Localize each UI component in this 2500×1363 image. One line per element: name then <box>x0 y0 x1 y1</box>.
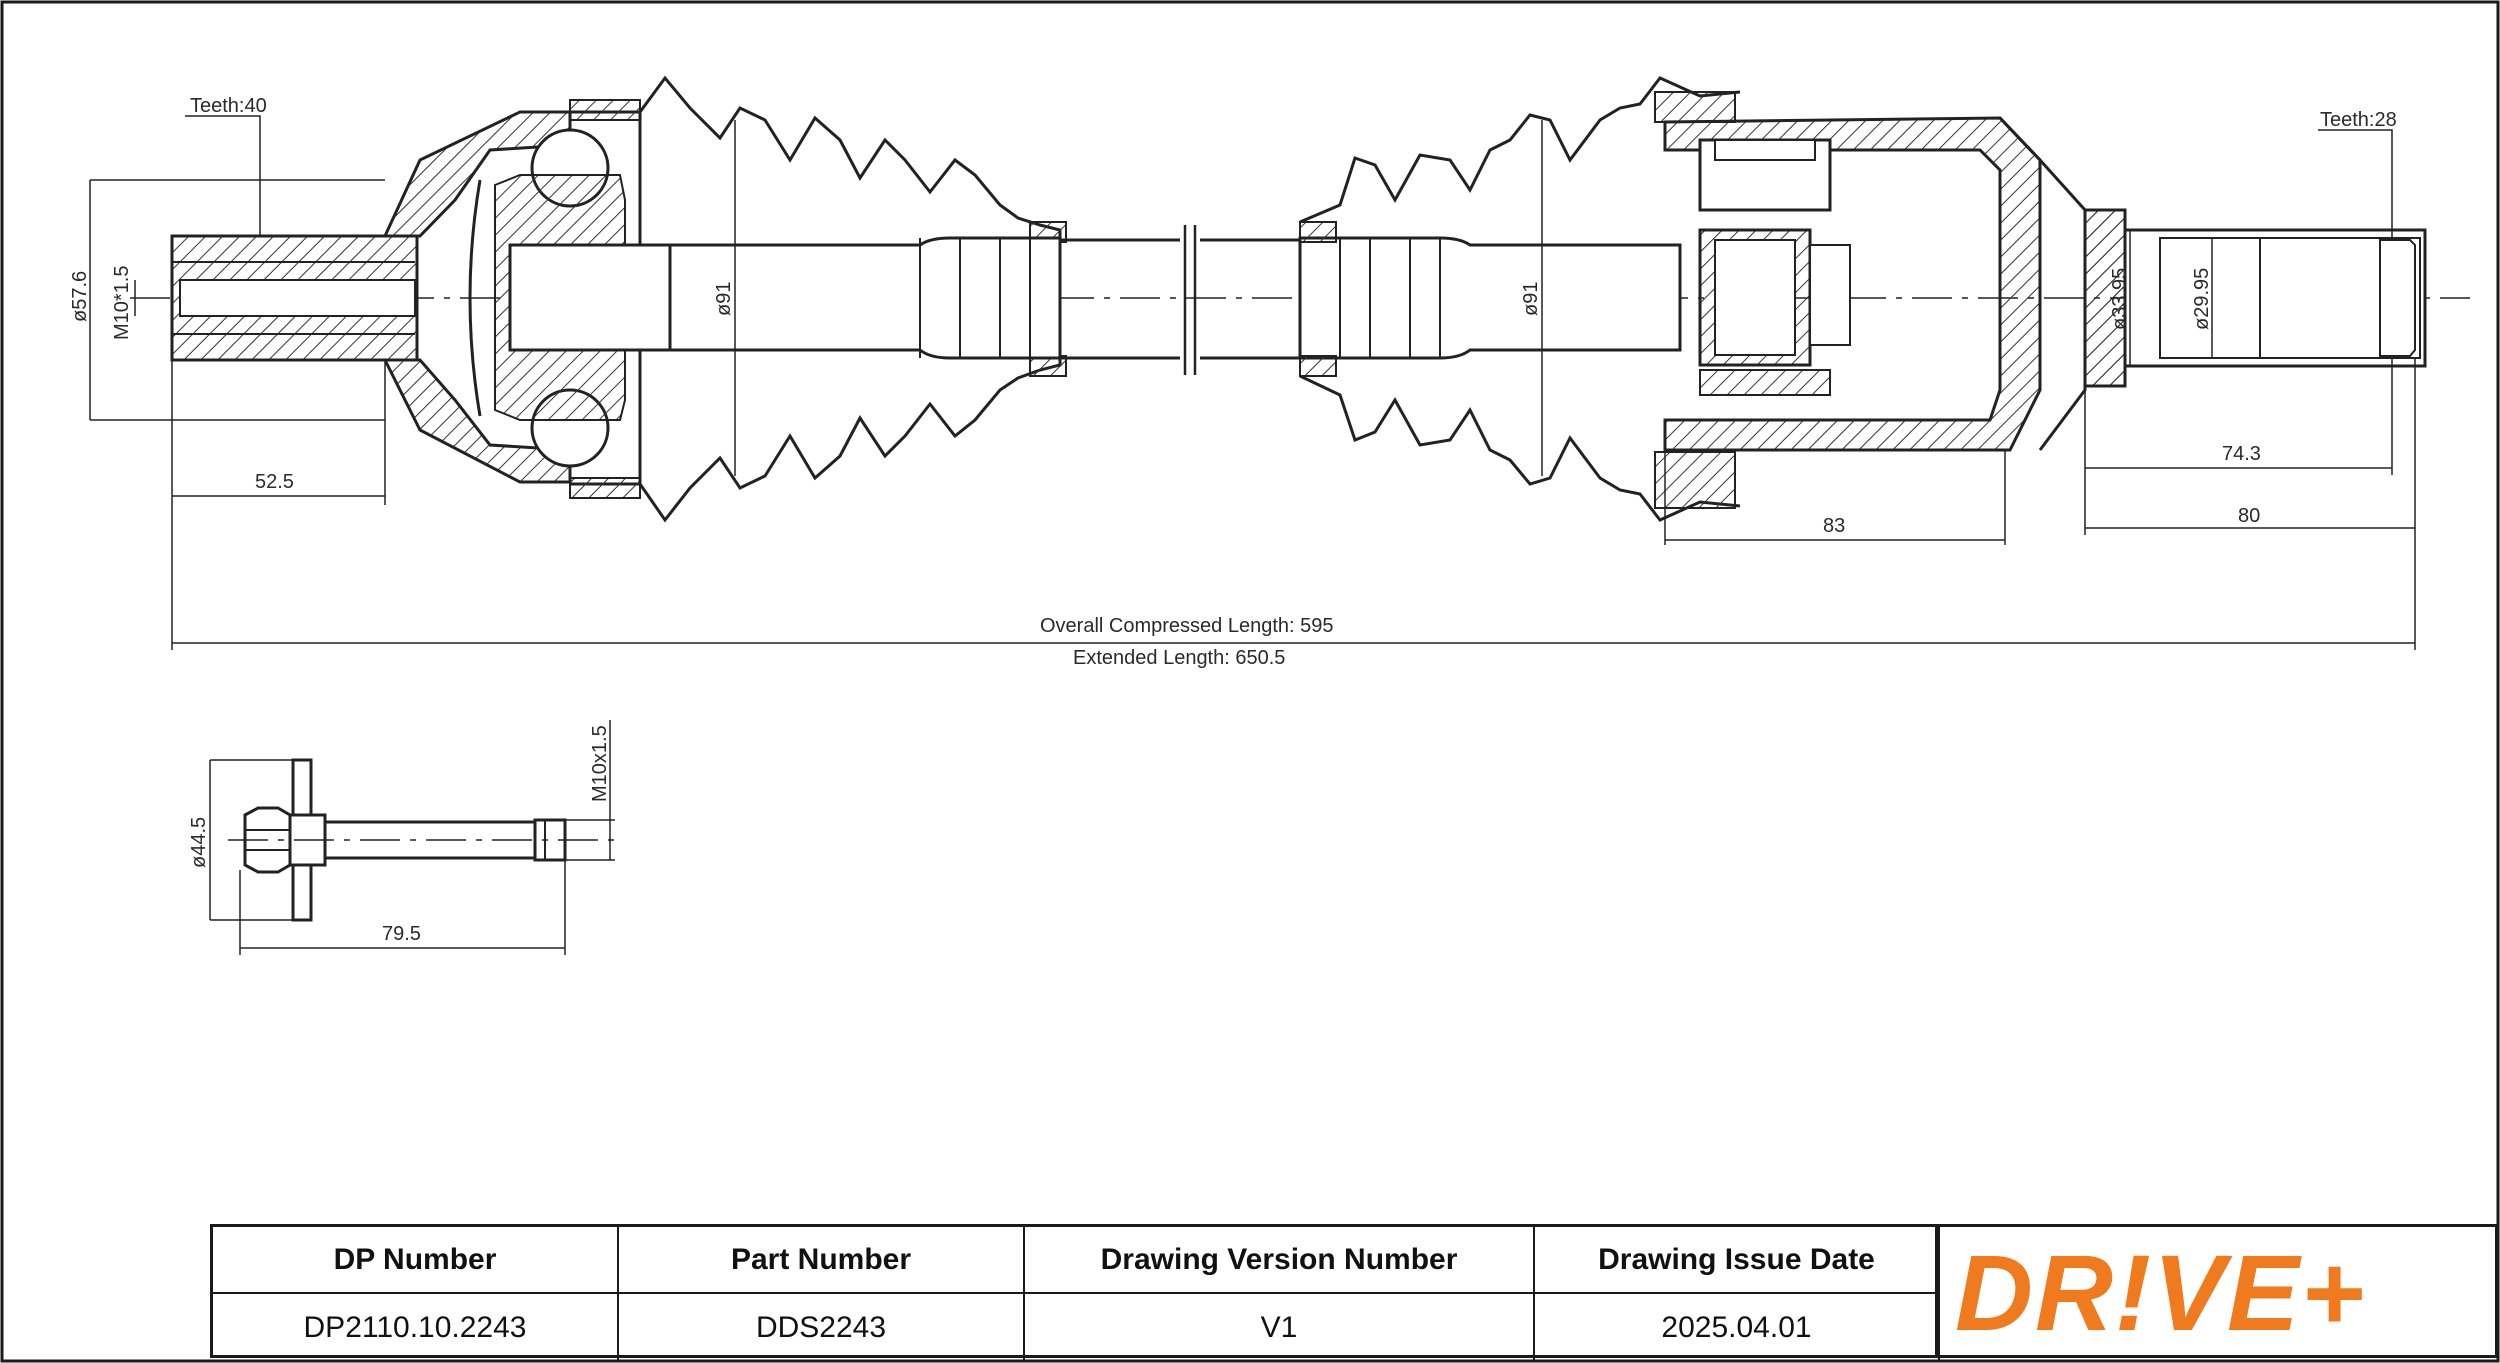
left-stub-shaft <box>170 234 419 362</box>
intermediate-shaft <box>668 221 1682 377</box>
header-part-number: Part Number <box>619 1227 1025 1294</box>
bolt-length-label: 79.5 <box>382 923 421 945</box>
title-block: DP Number Part Number Drawing Version Nu… <box>210 1224 1940 1361</box>
left-thread-label: M10*1.5 <box>111 266 133 341</box>
outer-cv-housing <box>382 99 672 499</box>
length-83-label: 83 <box>1823 515 1845 537</box>
header-drawing-issue-date: Drawing Issue Date <box>1535 1227 1940 1294</box>
bolt-thread-label: M10x1.5 <box>589 725 611 802</box>
inner-tripod-housing <box>1663 116 2087 452</box>
header-drawing-version: Drawing Version Number <box>1025 1227 1535 1294</box>
value-drawing-version: V1 <box>1025 1294 1535 1361</box>
inner-diameter-label: ø29.95 <box>2191 268 2213 330</box>
bolt-dimension-lines <box>209 720 615 955</box>
extended-length-label: Extended Length: 650.5 <box>1073 647 1285 669</box>
overall-compressed-label: Overall Compressed Length: 595 <box>1040 615 1334 637</box>
length-80-label: 80 <box>2238 505 2260 527</box>
teeth-left-label: Teeth:40 <box>190 95 267 117</box>
outer-diameter-label: ø33.95 <box>2109 268 2131 330</box>
left-diameter-label: ø57.6 <box>69 271 91 322</box>
value-drawing-issue-date: 2025.04.01 <box>1535 1294 1940 1361</box>
right-boot-diameter-label: ø91 <box>1520 282 1542 316</box>
right-stub-shaft <box>2083 208 2427 388</box>
value-dp-number: DP2110.10.2243 <box>213 1294 619 1361</box>
bolt-head-diameter-label: ø44.5 <box>188 817 210 868</box>
right-boot <box>1299 76 1741 522</box>
value-part-number: DDS2243 <box>619 1294 1025 1361</box>
header-dp-number: DP Number <box>213 1227 619 1294</box>
length-74-3-label: 74.3 <box>2222 443 2261 465</box>
logo-cell <box>1938 1224 2498 1358</box>
teeth-right-label: Teeth:28 <box>2320 109 2397 131</box>
left-boot-diameter-label: ø91 <box>713 282 735 316</box>
brand-logo: DR!VE+ <box>1955 1232 2366 1353</box>
left-length-label: 52.5 <box>255 471 294 493</box>
dimension-lines <box>89 115 2416 650</box>
